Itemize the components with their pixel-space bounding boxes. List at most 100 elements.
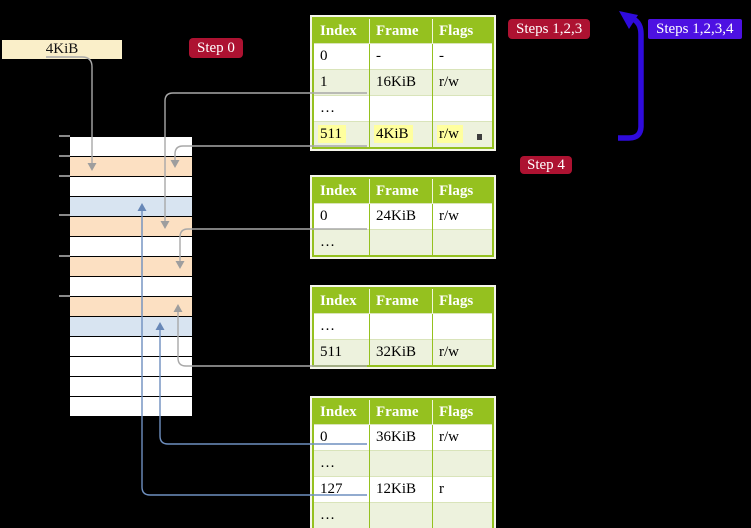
recursive-loop-arrow	[618, 14, 644, 141]
memory-frame-row-3-empty	[70, 177, 192, 196]
table-cell	[432, 229, 493, 256]
table-cell: r/w	[432, 339, 493, 366]
table-cell: 511	[313, 121, 370, 148]
cell-value: 0	[320, 48, 328, 64]
table-cell	[369, 450, 433, 477]
cell-value: 32KiB	[376, 344, 417, 360]
cell-value: r/w	[439, 74, 459, 90]
memory-frame-row-12-empty	[70, 357, 192, 376]
physical-memory-column	[70, 137, 192, 417]
cell-value: -	[376, 48, 381, 64]
memory-frame-row-14-empty	[70, 397, 192, 416]
memory-frame-row-1-empty	[70, 137, 192, 156]
table-cell	[432, 450, 493, 477]
table-cell: r	[432, 476, 493, 503]
cell-value: -	[439, 48, 444, 64]
highlighted-cell-value: 4KiB	[374, 125, 413, 143]
step-0-label: Step 0	[189, 38, 243, 58]
address-tick-marks	[59, 135, 70, 297]
table-cell: 16KiB	[369, 69, 433, 96]
table-cell: 12KiB	[369, 476, 433, 503]
table-cell	[369, 313, 433, 340]
table-row: 511 32KiB r/w	[313, 339, 493, 366]
column-header-frame: Frame	[369, 18, 433, 44]
table-row: 511 4KiB r/w	[313, 121, 493, 148]
table-cell	[432, 313, 493, 340]
table-row: 127 12KiB r	[313, 476, 493, 503]
cell-value: 127	[320, 481, 343, 497]
table-row: …	[313, 229, 493, 256]
highlighted-cell-value: r/w	[437, 125, 463, 143]
table-row: …	[313, 313, 493, 340]
table-cell	[369, 229, 433, 256]
table-cell: 1	[313, 69, 370, 96]
recursive-loop-arrowhead	[619, 11, 638, 29]
memory-frame-row-11-empty	[70, 337, 192, 356]
table-cell	[369, 502, 433, 528]
column-header-flags: Flags	[432, 288, 493, 314]
table-row: 0 - -	[313, 43, 493, 70]
table-cell: r/w	[432, 424, 493, 451]
table-row: …	[313, 502, 493, 528]
table-cell	[432, 95, 493, 122]
table-row: 1 16KiB r/w	[313, 69, 493, 96]
cell-value: 36KiB	[376, 429, 417, 445]
memory-frame-row-5-page-table	[70, 217, 192, 236]
table-cell: 4KiB	[369, 121, 433, 148]
cell-value: 16KiB	[376, 74, 417, 90]
column-header-frame: Frame	[369, 399, 433, 425]
memory-frame-row-6-empty	[70, 237, 192, 256]
table-cell: 511	[313, 339, 370, 366]
memory-frame-row-8-empty	[70, 277, 192, 296]
table-cell: 32KiB	[369, 339, 433, 366]
table-cell: …	[313, 95, 370, 122]
memory-frame-row-10-mapped-page	[70, 317, 192, 336]
table-cell: …	[313, 229, 370, 256]
steps-1234-label: Steps 1,2,3,4	[648, 19, 742, 39]
table-cell: …	[313, 450, 370, 477]
column-header-index: Index	[313, 18, 370, 44]
table-cell	[369, 95, 433, 122]
table-row: …	[313, 95, 493, 122]
table-cell: 0	[313, 203, 370, 230]
cell-value: r	[439, 481, 444, 497]
column-header-index: Index	[313, 399, 370, 425]
table-cell: r/w	[432, 121, 493, 148]
cell-value: …	[320, 100, 335, 116]
table-cell: …	[313, 313, 370, 340]
table-cell: r/w	[432, 203, 493, 230]
table-cell: 127	[313, 476, 370, 503]
cell-value: r/w	[439, 208, 459, 224]
table-cell: 36KiB	[369, 424, 433, 451]
memory-frame-row-2-page-table	[70, 157, 192, 176]
table-cell: r/w	[432, 69, 493, 96]
table-cell	[432, 502, 493, 528]
memory-frame-row-7-page-table	[70, 257, 192, 276]
table-cell: -	[369, 43, 433, 70]
table-cell: 24KiB	[369, 203, 433, 230]
memory-frame-row-9-page-table	[70, 297, 192, 316]
column-header-index: Index	[313, 178, 370, 204]
step-4-label: Step 4	[520, 156, 572, 174]
cr3-frame-label: 4KiB	[45, 41, 79, 57]
table-cell: -	[432, 43, 493, 70]
cell-value: 0	[320, 429, 328, 445]
column-header-index: Index	[313, 288, 370, 314]
cell-value: r/w	[439, 344, 459, 360]
column-header-flags: Flags	[432, 18, 493, 44]
table-cell: …	[313, 502, 370, 528]
highlighted-cell-value: 511	[318, 125, 346, 143]
column-header-flags: Flags	[432, 399, 493, 425]
